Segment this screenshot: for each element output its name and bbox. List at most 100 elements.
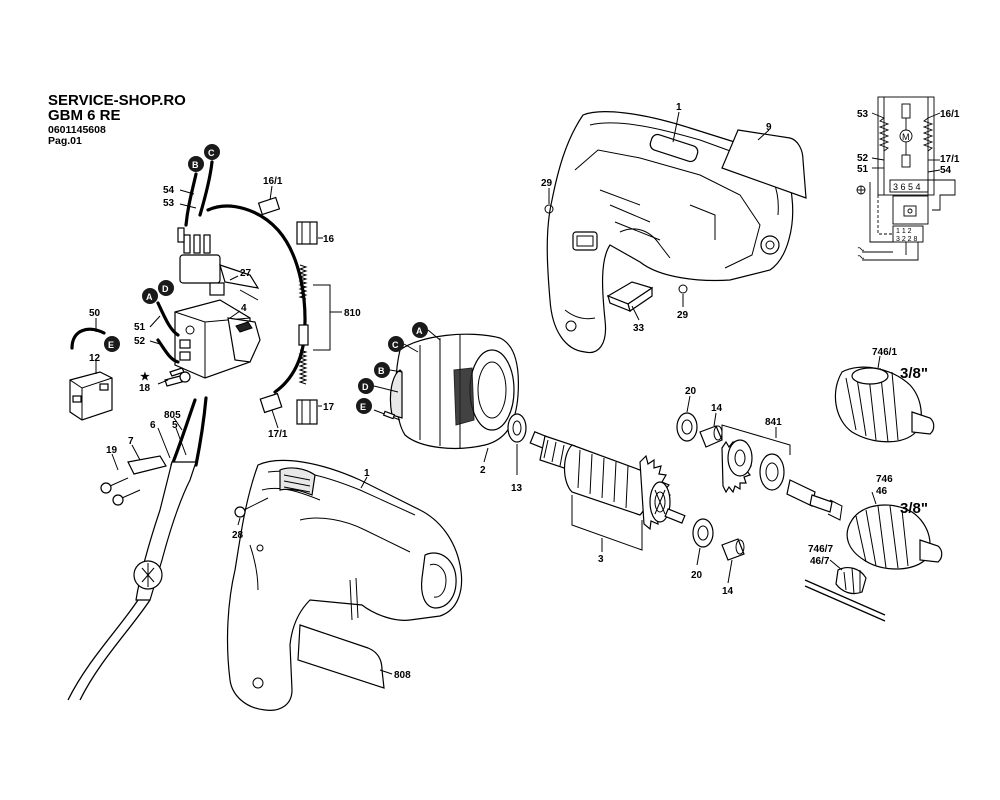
- gear-assembly-part-841: [721, 439, 843, 521]
- wire-52: [156, 338, 180, 364]
- schematic-terminals-top: 3 6 5 4: [893, 182, 921, 192]
- label-part-16: 16: [323, 234, 335, 245]
- svg-text:D: D: [162, 284, 169, 294]
- schematic-terminals-bottom: 1 1 2: [896, 228, 912, 235]
- label-part-6: 6: [150, 420, 156, 431]
- label-part-14-b: 14: [722, 586, 734, 597]
- switch-part-4: [174, 299, 261, 379]
- label-part-20-a: 20: [685, 386, 697, 397]
- schematic-label-17-1: 17/1: [940, 154, 960, 165]
- screw-part-29-b: [678, 284, 688, 294]
- bearing-part-20-top: [676, 412, 698, 442]
- label-part-50: 50: [89, 308, 101, 319]
- label-part-805: 805: [164, 410, 181, 421]
- screw-part-19: [100, 477, 141, 506]
- wire-51: [156, 301, 180, 337]
- connector-d-stator: D: [358, 378, 374, 394]
- chuck-size-bottom: 3/8": [900, 500, 928, 517]
- label-part-27: 27: [240, 268, 252, 279]
- header-brand: SERVICE-SHOP.RO: [48, 92, 186, 109]
- stator-part-2: [389, 333, 520, 449]
- label-part-28: 28: [232, 530, 244, 541]
- connector-d-left: D: [158, 280, 174, 296]
- label-part-1-top: 1: [676, 102, 682, 113]
- label-part-17-1: 17/1: [268, 429, 288, 440]
- label-part-16-1: 16/1: [263, 176, 283, 187]
- svg-text:A: A: [416, 326, 423, 336]
- connector-a-left: A: [142, 288, 158, 304]
- svg-text:B: B: [378, 366, 385, 376]
- svg-text:C: C: [208, 148, 215, 158]
- label-part-746: 746: [876, 474, 893, 485]
- schematic-label-54: 54: [940, 165, 952, 176]
- svg-text:C: C: [392, 340, 399, 350]
- schematic-label-16-1: 16/1: [940, 109, 960, 120]
- label-part-12: 12: [89, 353, 101, 364]
- chuck-part-746: [846, 504, 943, 570]
- label-part-20-b: 20: [691, 570, 703, 581]
- label-part-810: 810: [344, 308, 361, 319]
- star-marker: ★: [140, 371, 150, 383]
- screw-part-29-a: [544, 204, 554, 214]
- label-part-53: 53: [163, 198, 175, 209]
- label-part-9: 9: [766, 122, 772, 133]
- wiring-schematic: M 3 6 5 4 1 1 2 3 2 2 8: [856, 96, 956, 261]
- bushing-part-14-bottom: [721, 538, 745, 561]
- plate-part-9: [721, 129, 807, 199]
- connector-e-stator: E: [356, 398, 372, 414]
- brush-holder-16: [257, 196, 318, 245]
- schematic-terminals-bottom-2: 3 2 2 8: [896, 236, 918, 243]
- svg-text:D: D: [362, 382, 369, 392]
- label-part-51: 51: [134, 322, 146, 333]
- label-part-18: 18: [139, 383, 151, 394]
- label-part-7: 7: [128, 436, 134, 447]
- label-part-54: 54: [163, 185, 175, 196]
- brush-holder-17: [259, 392, 318, 425]
- connector-c-top: C: [204, 144, 220, 160]
- cord-clamp-part-7: [127, 455, 167, 475]
- connector-c-stator: C: [388, 336, 404, 352]
- label-part-29-b: 29: [677, 310, 689, 321]
- switch-upper-block: [177, 227, 260, 301]
- screw-part-18: [164, 367, 191, 387]
- label-part-17: 17: [323, 402, 335, 413]
- lever-part-33: [606, 281, 654, 313]
- bearing-part-20-bottom: [692, 518, 714, 548]
- label-part-841: 841: [765, 417, 782, 428]
- bearing-part-13: [507, 413, 527, 443]
- svg-text:E: E: [360, 402, 366, 412]
- label-part-3: 3: [598, 554, 604, 565]
- housing-half-bottom: [226, 459, 463, 711]
- label-part-4: 4: [241, 303, 247, 314]
- svg-text:E: E: [108, 340, 114, 350]
- bushing-part-14-top: [699, 425, 723, 448]
- spring-part-810: [298, 264, 309, 385]
- label-part-46-7: 46/7: [810, 556, 830, 567]
- stator-wire-e: [373, 409, 401, 421]
- connector-b-stator: B: [374, 362, 390, 378]
- label-part-1-bottom: 1: [364, 468, 370, 479]
- chuck-key-part-746-7: [804, 567, 886, 622]
- label-part-46: 46: [876, 486, 888, 497]
- header-page: Pag.01: [48, 135, 82, 147]
- label-part-19: 19: [106, 445, 118, 456]
- wire-c: [198, 160, 214, 217]
- label-part-33: 33: [633, 323, 645, 334]
- plate-part-808: [297, 624, 385, 689]
- wire-brush-loop: [206, 204, 307, 394]
- cord-wire-6: [194, 396, 208, 467]
- label-part-808: 808: [394, 670, 411, 681]
- cord-wire-5: [170, 398, 197, 467]
- label-part-29-a: 29: [541, 178, 553, 189]
- svg-text:B: B: [192, 160, 199, 170]
- wire-b: [184, 172, 198, 227]
- power-cord: [79, 599, 151, 701]
- label-part-746-7: 746/7: [808, 544, 833, 555]
- armature-part-3: [529, 431, 686, 531]
- chuck-part-746-1: [834, 366, 935, 443]
- label-part-52: 52: [134, 336, 146, 347]
- cord-guard-part-6: [133, 461, 197, 601]
- screw-part-28: [234, 497, 269, 518]
- label-part-746-1: 746/1: [872, 347, 897, 358]
- connector-a-stator: A: [412, 322, 428, 338]
